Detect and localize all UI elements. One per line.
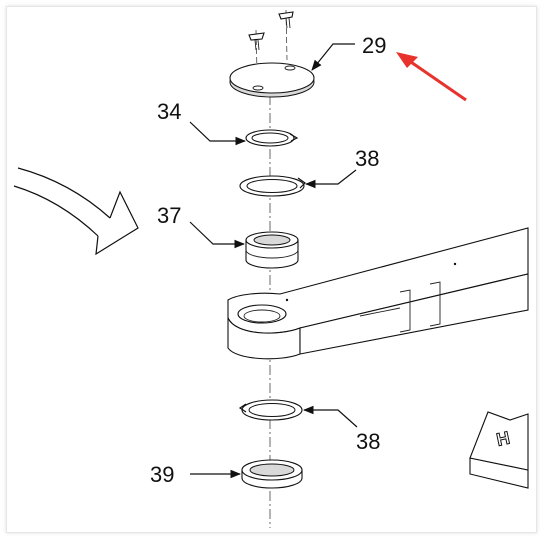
part-34-retaining-ring [245,129,299,147]
screw-icon [278,9,294,61]
logo-text: H [495,428,512,450]
part-37-bearing [245,231,299,269]
logo-plate: H [469,411,529,489]
callout-29: 29 [362,33,386,58]
screw-icon [248,29,265,73]
leader-34 [189,121,247,146]
large-arrow-icon [13,167,139,256]
leader-29 [311,43,355,71]
leader-37 [189,221,246,249]
red-pointer-arrow-icon [396,52,467,102]
callout-37: 37 [157,203,181,228]
lever-arm [227,227,529,360]
callout-34: 34 [157,99,181,124]
leader-38-bottom [302,405,358,428]
part-39-washer [241,459,303,489]
leader-38-top [304,169,357,189]
part-38-snap-ring-bottom [238,399,303,421]
callout-38-bottom: 38 [356,429,380,454]
callout-39: 39 [150,462,174,487]
part-38-snap-ring-top [239,175,306,197]
callout-38-top: 38 [355,146,379,171]
part-29-cover-plate [229,62,315,98]
